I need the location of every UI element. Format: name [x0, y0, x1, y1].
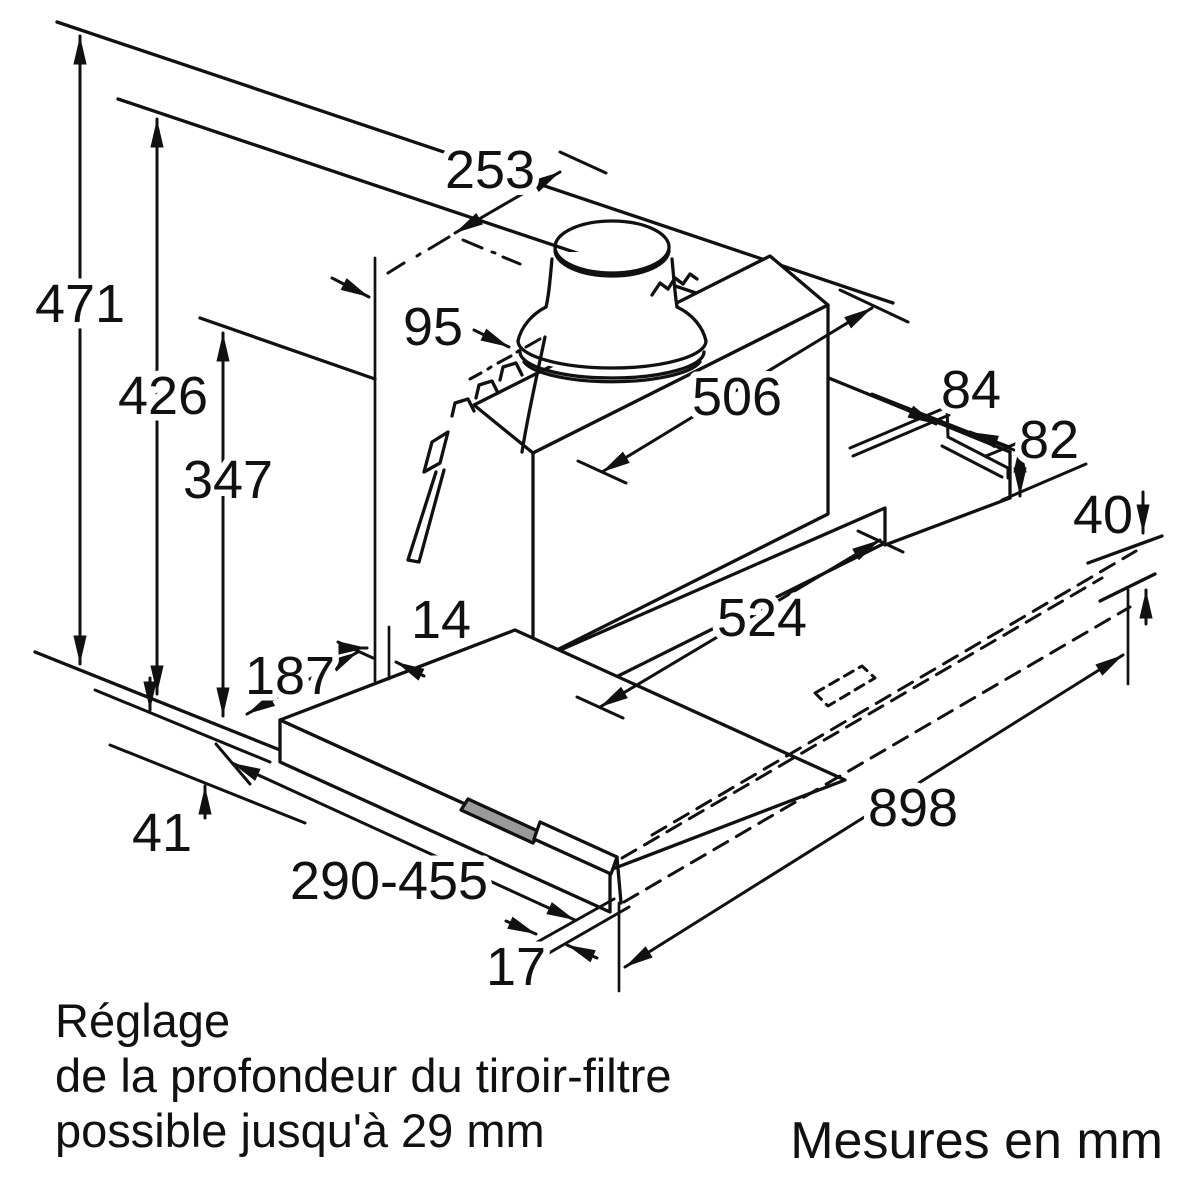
dim-290-455-tick	[214, 742, 252, 786]
label-17: 17	[486, 937, 546, 997]
dim-524-tick-right	[856, 529, 905, 554]
label-471: 471	[35, 274, 125, 334]
dim-187-line	[245, 650, 360, 716]
dim-290-455-line	[230, 761, 577, 922]
label-898: 898	[868, 778, 958, 838]
dim-898	[623, 653, 1125, 969]
dim-898-line	[623, 653, 1125, 969]
hook-tab-1	[498, 361, 524, 382]
dim-41-ref-top	[93, 688, 272, 764]
dim-253	[386, 150, 608, 275]
label-524: 524	[717, 588, 807, 648]
dim-506	[576, 288, 910, 485]
caption-line-3: possible jusqu'à 29 mm	[55, 1104, 545, 1157]
visor-end-edge	[615, 855, 623, 905]
duct-top-rim	[553, 219, 671, 275]
mounting-hooks	[406, 335, 547, 564]
hook-spike	[406, 468, 446, 564]
label-290-455: 290-455	[290, 851, 488, 911]
label-253: 253	[445, 140, 535, 200]
duct-neck-right	[670, 257, 679, 309]
dim-524-tick-left	[575, 695, 625, 720]
dim-253-centerline-right	[461, 238, 522, 266]
label-187: 187	[245, 646, 335, 706]
duct-flare-left	[516, 305, 548, 343]
dim-253-line	[453, 170, 562, 235]
dim-95-centerline	[468, 337, 542, 381]
rail-dashed-slot	[813, 664, 877, 708]
units-note: Mesures en mm	[790, 1112, 1163, 1170]
hook-wire-curve	[520, 335, 547, 454]
extension-lines	[373, 256, 1130, 993]
caption-line-1: Réglage	[55, 994, 230, 1047]
dim-84	[848, 392, 1016, 480]
label-95: 95	[403, 297, 463, 357]
hook-tab-2	[474, 379, 500, 400]
duct-rim-inner	[553, 248, 671, 278]
label-40: 40	[1073, 485, 1133, 545]
dim-95-arrow-left	[330, 276, 371, 299]
dim-14-arrow-right	[394, 660, 426, 681]
label-426: 426	[118, 366, 208, 426]
dim-40	[1136, 490, 1153, 626]
shelf-reference-line	[198, 316, 377, 381]
dim-17-tick-2	[547, 905, 631, 955]
duct-neck-left	[544, 257, 554, 309]
dim-253-centerline-left	[386, 235, 451, 275]
dim-17-arrow-left	[504, 916, 538, 936]
dim-82-ref-top	[984, 426, 1056, 458]
dim-506-tick-left	[576, 459, 628, 485]
dimension-labels: 471 426 347 253 95 506 84 82 40 524 14 1…	[28, 134, 1139, 1004]
dimensions	[73, 34, 1153, 969]
dim-82-ref-bottom	[1000, 462, 1088, 502]
dim-506-line	[600, 306, 874, 474]
duct-connector	[516, 219, 708, 384]
label-14: 14	[411, 590, 471, 650]
dim-17-tick-1	[530, 897, 616, 947]
mounting-bracket	[848, 405, 1010, 480]
dim-17-arrow-right	[565, 943, 599, 963]
dim-187	[245, 640, 375, 716]
hook-tab-3	[450, 397, 476, 418]
spring-clip	[650, 272, 699, 297]
label-347: 347	[183, 450, 273, 510]
dim-95	[330, 276, 542, 381]
dim-17	[504, 897, 631, 963]
dim-506-tick-right	[838, 288, 910, 324]
gap-40-reference-line	[1086, 534, 1164, 565]
panel-bottom-edge	[883, 496, 1012, 547]
label-84: 84	[941, 360, 1001, 420]
dim-253-tick	[558, 150, 608, 175]
dim-84-arrow-right	[968, 430, 1009, 449]
caption-block: Réglage de la profondeur du tiroir-filtr…	[55, 994, 1163, 1170]
label-506: 506	[692, 367, 782, 427]
dim-187-tick	[336, 640, 375, 660]
rail-end-tick	[1098, 572, 1157, 603]
label-41: 41	[132, 803, 192, 863]
duct-silhouette	[518, 252, 706, 373]
label-82: 82	[1019, 410, 1079, 470]
dim-82	[984, 426, 1088, 502]
caption-line-2: de la profondeur du tiroir-filtre	[55, 1049, 672, 1102]
dim-95-arrow-right	[472, 328, 511, 349]
hook-bracket	[422, 430, 450, 474]
dim-290-455	[214, 742, 577, 922]
ceiling-line-outer	[55, 20, 895, 305]
